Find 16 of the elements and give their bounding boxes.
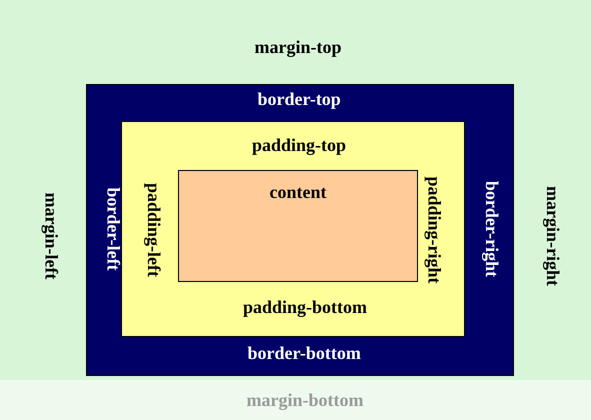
box-label: margin-left: [40, 192, 61, 280]
content-area: [178, 170, 418, 282]
box-label: margin-right: [543, 186, 563, 286]
box-label: margin-top: [254, 37, 342, 57]
box-label: padding-left: [144, 182, 164, 278]
box-label: border-top: [258, 89, 341, 109]
border-area: [86, 84, 514, 376]
box-label: content: [270, 182, 326, 202]
box-label: border-right: [482, 180, 502, 278]
padding-area: [121, 121, 465, 337]
box-label: padding-right: [424, 176, 444, 284]
box-label: padding-bottom: [243, 297, 368, 317]
box-label: border-bottom: [248, 343, 361, 363]
box-label: padding-top: [252, 135, 346, 155]
box-label: border-left: [103, 187, 124, 271]
box-label: margin-bottom: [246, 390, 364, 410]
